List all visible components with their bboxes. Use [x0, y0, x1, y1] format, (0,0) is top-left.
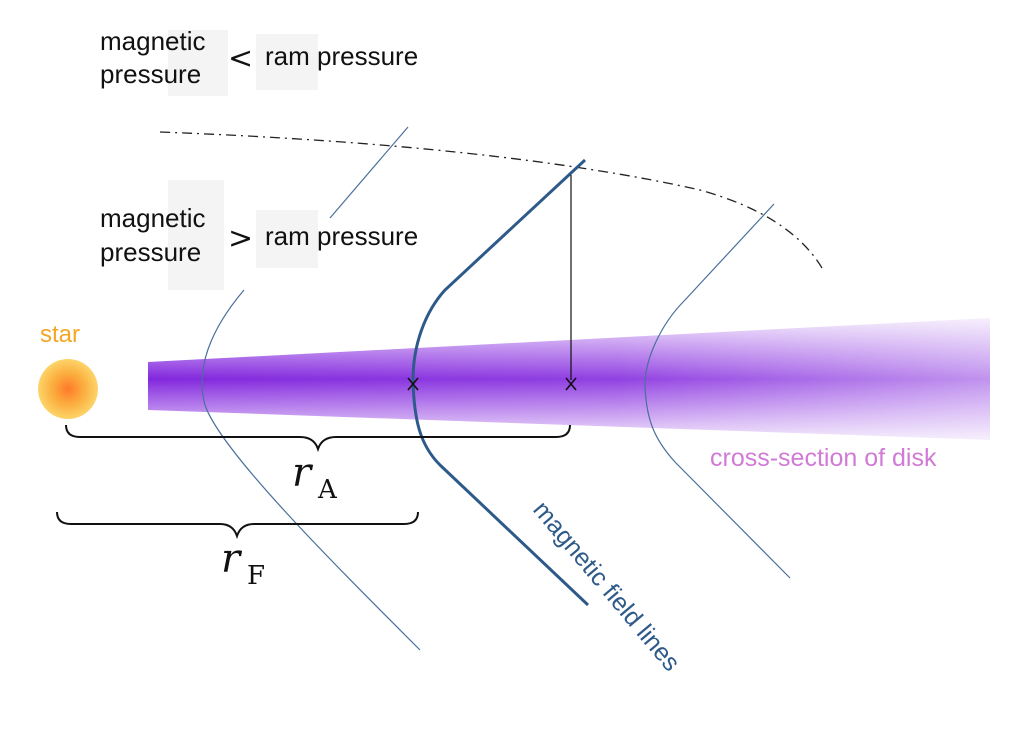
top-condition-operator: <: [228, 41, 253, 76]
bottom-condition-highlight: [168, 180, 224, 290]
r-flip-brace: [56, 511, 419, 540]
field-line-outer: [644, 203, 791, 579]
r-flip-subscript: F: [247, 561, 265, 591]
top-condition-highlight: [168, 30, 228, 96]
field-lines-label: magnetic field lines: [527, 496, 685, 677]
bottom-condition-rhs: ram pressure: [265, 221, 418, 251]
top-condition-line2: pressure: [100, 59, 201, 89]
bottom-condition-highlight-rhs: [256, 210, 318, 268]
r-alfven-brace: [65, 424, 571, 453]
pressure-boundary-curve: [159, 131, 823, 269]
field-line-inner-lower: [201, 289, 421, 651]
bottom-condition-line2: pressure: [100, 237, 201, 267]
field-line-alfven: [411, 158, 590, 607]
r-alfven-symbol: r: [292, 450, 314, 496]
flip-point-marker: [407, 377, 419, 391]
star-label: star: [40, 321, 80, 348]
top-condition-line1: magnetic: [100, 26, 206, 56]
field-line-inner: [329, 126, 409, 219]
r-alfven-subscript: A: [317, 475, 338, 505]
bottom-condition-line1: magnetic: [100, 203, 206, 233]
disk-label: cross-section of disk: [710, 444, 937, 472]
top-condition-highlight-rhs: [256, 34, 318, 90]
alfven-point-marker: [565, 377, 577, 391]
star-icon: [38, 359, 98, 419]
disk-cross-section: [148, 318, 990, 440]
top-condition-rhs: ram pressure: [265, 41, 418, 71]
r-flip-symbol: r: [221, 536, 243, 582]
bottom-condition-operator: >: [228, 221, 253, 256]
